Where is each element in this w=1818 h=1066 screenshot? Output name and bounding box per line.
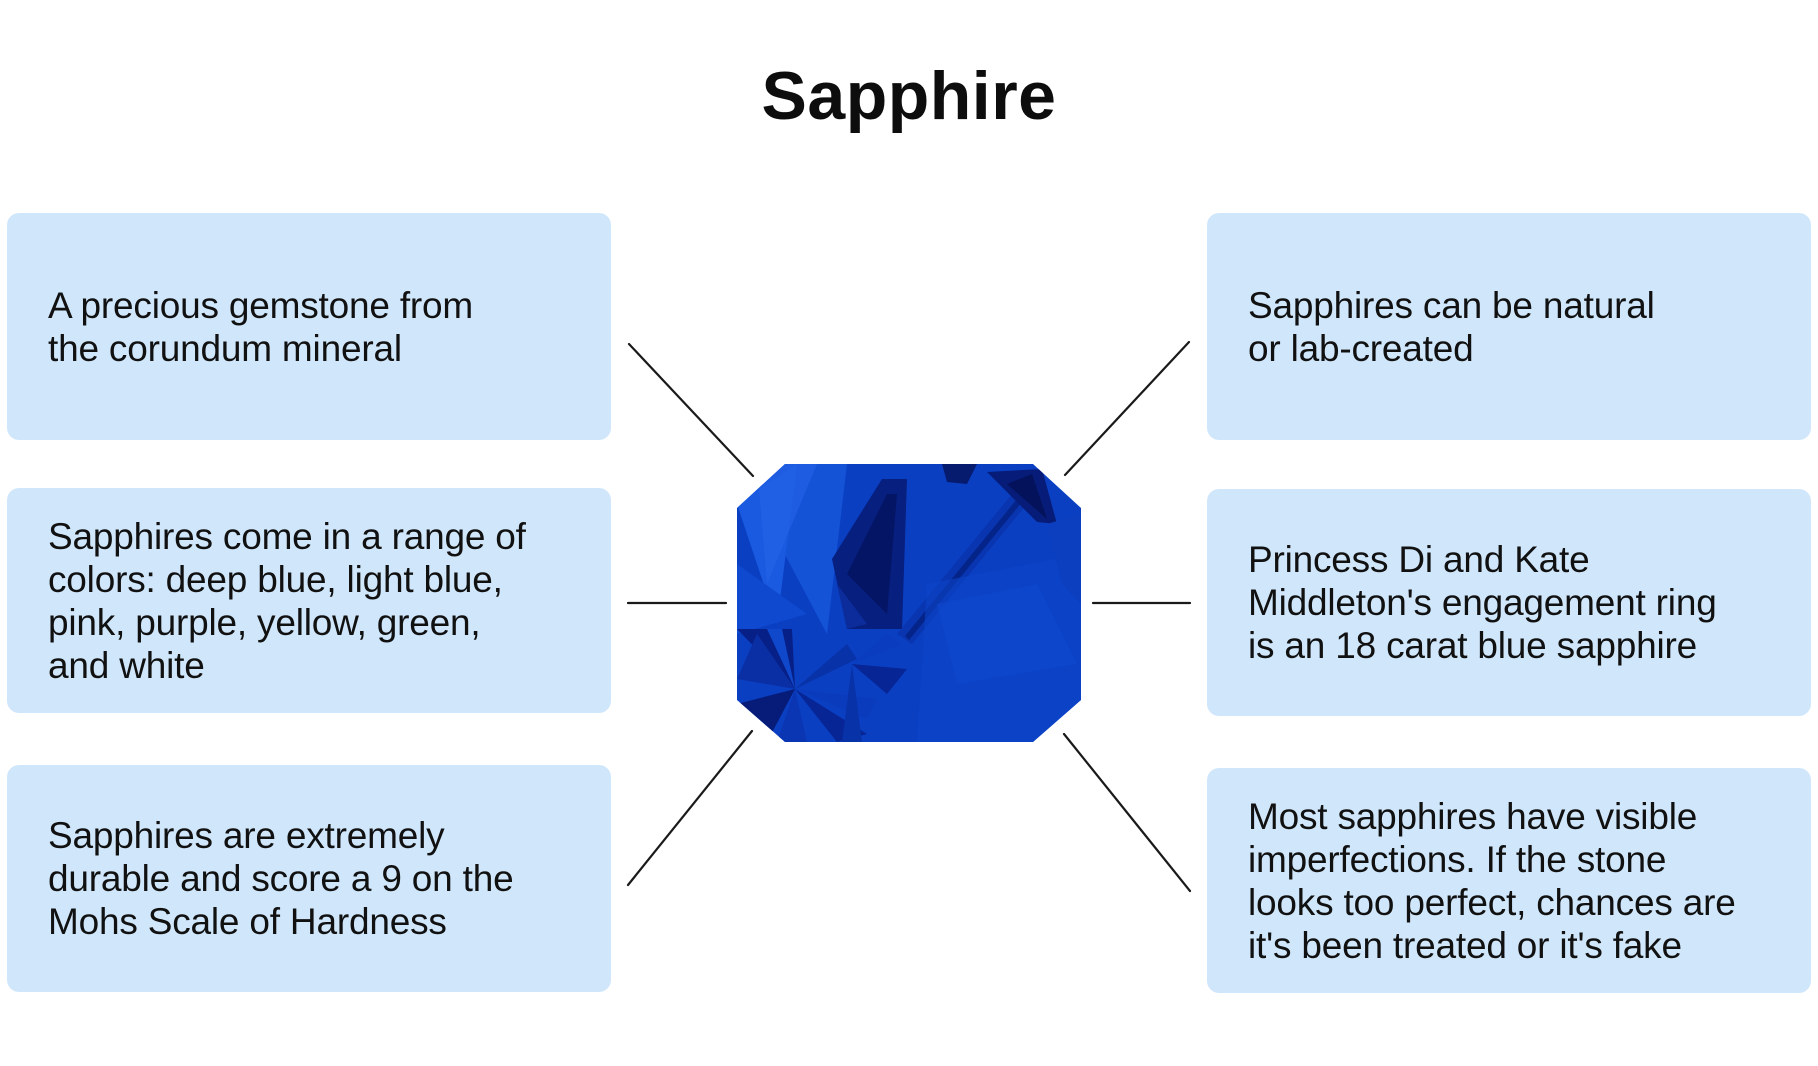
fact-box-imperfections: Most sapphires have visible imperfection… bbox=[1207, 768, 1811, 993]
fact-text: Sapphires are extremely durable and scor… bbox=[48, 815, 514, 942]
fact-box-engagement-ring: Princess Di and Kate Middleton's engagem… bbox=[1207, 489, 1811, 716]
fact-text: Princess Di and Kate Middleton's engagem… bbox=[1248, 539, 1717, 666]
fact-text: Most sapphires have visible imperfection… bbox=[1248, 795, 1736, 966]
fact-text: Sapphires come in a range of colors: dee… bbox=[48, 515, 526, 686]
fact-box-origin: A precious gemstone from the corundum mi… bbox=[7, 213, 611, 440]
fact-text: Sapphires can be natural or lab-created bbox=[1248, 284, 1655, 369]
sapphire-gem-icon bbox=[737, 464, 1081, 742]
page-title: Sapphire bbox=[761, 58, 1057, 134]
connector-bottom-left bbox=[626, 729, 754, 887]
fact-box-natural-or-lab: Sapphires can be natural or lab-created bbox=[1207, 213, 1811, 440]
fact-box-colors: Sapphires come in a range of colors: dee… bbox=[7, 488, 611, 713]
connector-bottom-right bbox=[1062, 732, 1192, 893]
connector-top-right bbox=[1063, 340, 1191, 477]
connector-top-left bbox=[627, 342, 755, 478]
fact-text: A precious gemstone from the corundum mi… bbox=[48, 284, 474, 369]
fact-box-hardness: Sapphires are extremely durable and scor… bbox=[7, 765, 611, 992]
